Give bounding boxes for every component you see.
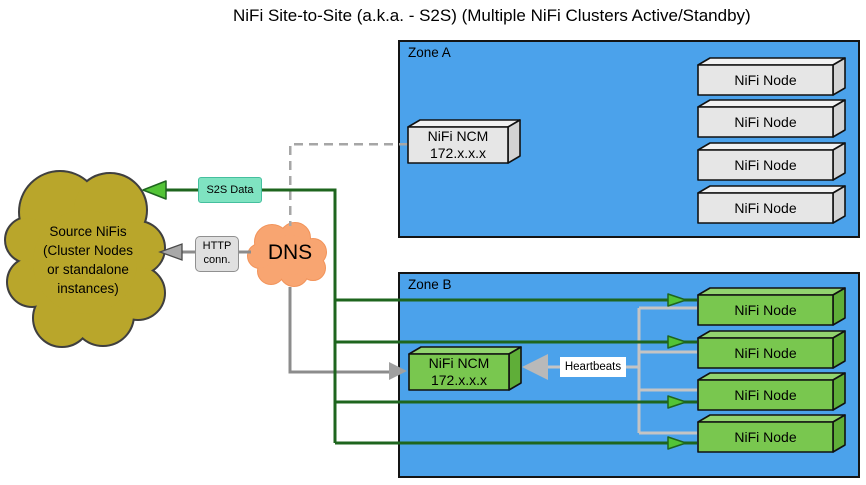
green-arrowhead-node2	[667, 335, 687, 349]
green-arrowhead-to-cloud	[142, 180, 167, 200]
dns-standby-dashed-line	[288, 142, 408, 226]
zone-a-node-2: NiFi Node	[697, 99, 846, 138]
node-label: NiFi Node	[734, 345, 797, 361]
node-label: NiFi Node	[734, 157, 797, 173]
source-cloud-text: Source NiFis (Cluster Nodes or standalon…	[42, 224, 134, 297]
gray-arrowhead-to-ncm-b	[389, 362, 407, 380]
node-label: NiFi Node	[734, 114, 797, 130]
dns-cloud	[247, 222, 327, 287]
s2s-data-label: S2S Data	[198, 177, 262, 203]
http-conn-label: HTTP conn.	[195, 236, 239, 272]
zone-a-node-3: NiFi Node	[697, 142, 846, 181]
green-arrowheads	[142, 180, 687, 450]
zone-b-node-4: NiFi Node	[697, 414, 846, 453]
zone-a-label: Zone A	[408, 45, 451, 60]
heartbeat-lines	[548, 306, 697, 435]
node-label: NiFi Node	[734, 72, 797, 88]
node-label: NiFi Node	[734, 200, 797, 216]
zone-b-node-3: NiFi Node	[697, 372, 846, 411]
diagram-title: NiFi Site-to-Site (a.k.a. - S2S) (Multip…	[233, 6, 751, 25]
zone-a-node-4: NiFi Node	[697, 185, 846, 224]
zone-b-ncm-label: NiFi NCM 172.x.x.x	[428, 354, 490, 389]
zone-a-ncm-box: NiFi NCM 172.x.x.x	[407, 119, 521, 164]
node-label: NiFi Node	[734, 429, 797, 445]
zone-b-node-2: NiFi Node	[697, 330, 846, 369]
zone-a-ncm-label: NiFi NCM 172.x.x.x	[427, 127, 489, 162]
node-label: NiFi Node	[734, 302, 797, 318]
zone-b-label: Zone B	[408, 277, 452, 292]
source-nifis-cloud	[4, 170, 166, 348]
node-label: NiFi Node	[734, 387, 797, 403]
zone-b-ncm-box: NiFi NCM 172.x.x.x	[408, 346, 522, 391]
zone-a-node-1: NiFi Node	[697, 57, 846, 96]
green-arrowhead-node4	[667, 436, 687, 450]
heartbeat-arrowhead	[522, 354, 548, 380]
green-arrowhead-node1	[667, 293, 687, 307]
green-arrowhead-node3	[667, 395, 687, 409]
s2s-data-lines	[150, 188, 697, 445]
dns-cloud-text: DNS	[267, 241, 313, 264]
zone-b-node-1: NiFi Node	[697, 287, 846, 326]
heartbeats-label: Heartbeats	[560, 357, 626, 377]
gray-arrowhead-to-cloud	[158, 243, 183, 261]
